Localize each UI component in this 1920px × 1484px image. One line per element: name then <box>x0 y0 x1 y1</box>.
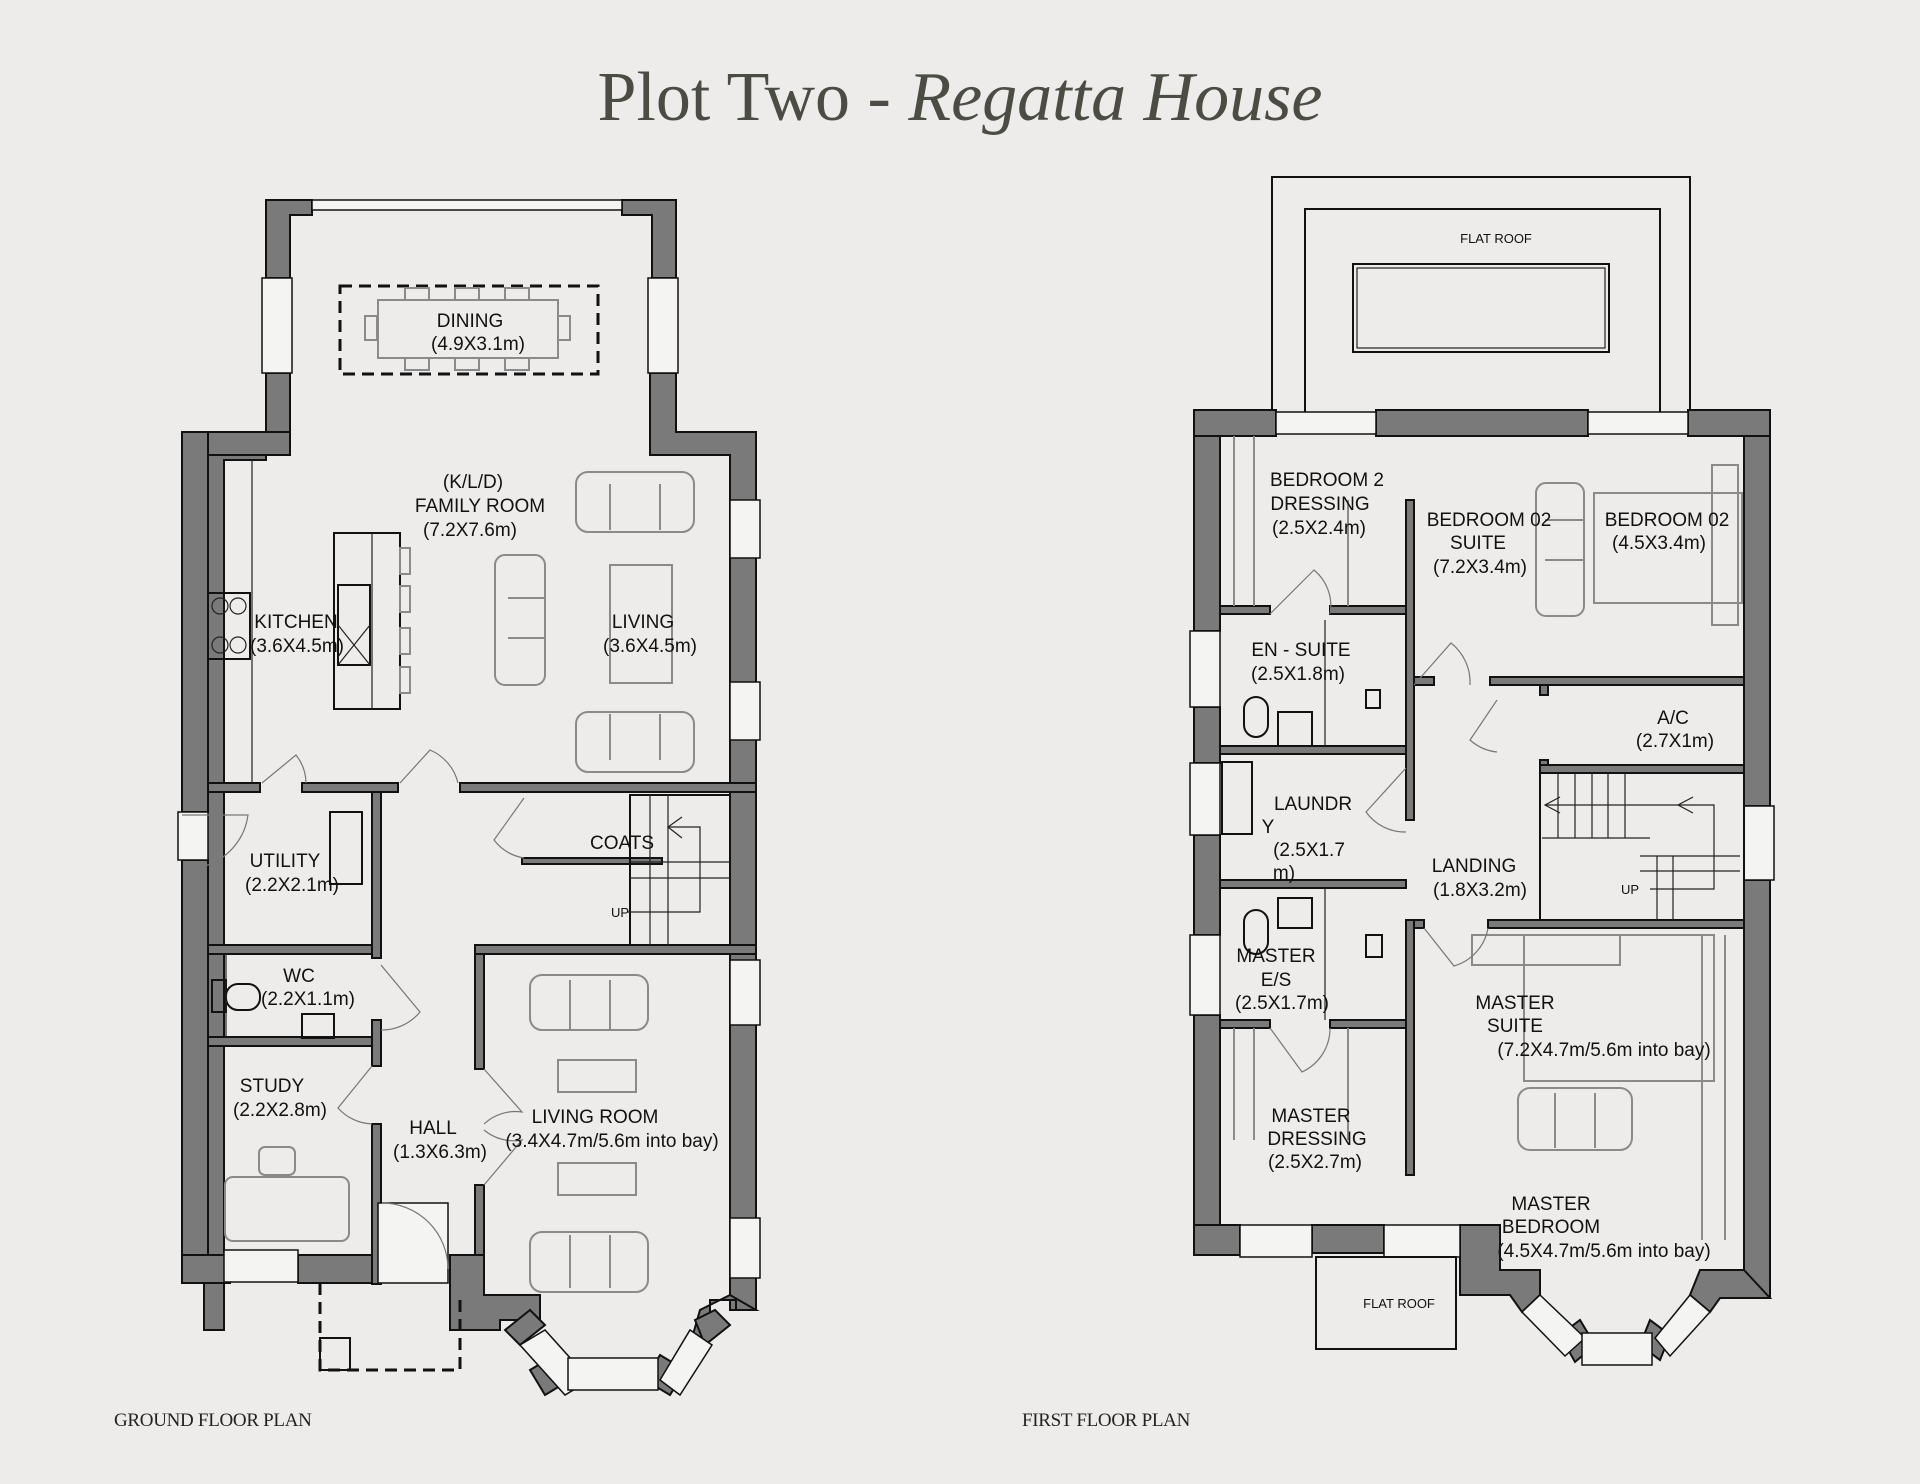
utility-wc-fixtures <box>211 811 363 1039</box>
room-label-front-flat-roof: FLAT ROOF <box>1363 1296 1435 1311</box>
ground-floor-windows <box>177 199 761 1397</box>
first-floor-furniture <box>1221 436 1743 1240</box>
ground-floor-labels: DINING (4.9X3.1m) (K/L/D) FAMILY ROOM (7… <box>233 311 719 1163</box>
room-size-master-dressing: (2.5X2.7m) <box>1268 1152 1362 1173</box>
room-label-master-bedroom-2: BEDROOM <box>1502 1217 1600 1238</box>
first-floor-plan: FLAT ROOF <box>1189 176 1775 1366</box>
room-size-living: (3.6X4.5m) <box>603 636 697 657</box>
room-label-kld: (K/L/D) <box>443 472 503 493</box>
room-label-study: STUDY <box>240 1076 305 1097</box>
room-size-en-suite: (2.5X1.8m) <box>1251 664 1345 685</box>
first-floor-caption: FIRST FLOOR PLAN <box>1022 1410 1190 1431</box>
room-size-bedroom02-suite: (7.2X3.4m) <box>1433 557 1527 578</box>
page-title: Plot Two - Regatta House <box>0 58 1920 138</box>
room-label-landing: LANDING <box>1432 856 1516 877</box>
ground-doors <box>182 749 525 1270</box>
room-label-ac: A/C <box>1657 708 1689 729</box>
room-size-hall: (1.3X6.3m) <box>393 1142 487 1163</box>
room-label-master-suite-2: SUITE <box>1487 1016 1543 1037</box>
room-size-kitchen: (3.6X4.5m) <box>250 636 344 657</box>
room-label-family-room: FAMILY ROOM <box>415 496 545 517</box>
ground-stair-up-label: UP <box>611 905 629 920</box>
room-size-ac: (2.7X1m) <box>1636 731 1714 752</box>
room-label-coats: COATS <box>590 833 654 854</box>
room-label-living-room: LIVING ROOM <box>532 1107 659 1128</box>
room-label-master-es-2: E/S <box>1261 970 1292 991</box>
room-label-laundry-1: LAUNDR <box>1274 794 1352 815</box>
dining-table <box>338 284 600 376</box>
room-size-living-room: (3.4X4.7m/5.6m into bay) <box>505 1131 718 1152</box>
title-plain: Plot Two - <box>597 59 909 136</box>
room-label-master-dressing-1: MASTER <box>1271 1106 1350 1127</box>
room-label-master-dressing-2: DRESSING <box>1267 1129 1366 1150</box>
ground-stairs: UP <box>611 794 731 946</box>
room-label-rear-flat-roof: FLAT ROOF <box>1460 231 1532 246</box>
room-label-kitchen: KITCHEN <box>254 612 337 633</box>
room-label-master-es-1: MASTER <box>1236 946 1315 967</box>
room-label-bedroom02-suite-2: SUITE <box>1450 533 1506 554</box>
room-label-bedroom2-dressing-2: DRESSING <box>1270 494 1369 515</box>
kitchen-units <box>207 460 411 783</box>
room-label-bedroom2-dressing-1: BEDROOM 2 <box>1270 470 1384 491</box>
first-stair-up-label: UP <box>1621 882 1639 897</box>
room-label-living: LIVING <box>612 612 674 633</box>
title-italic: Regatta House <box>908 59 1323 136</box>
first-floor-labels: BEDROOM 2 DRESSING (2.5X2.4m) BEDROOM 02… <box>1235 470 1729 1262</box>
first-floor-windows <box>1189 411 1775 1366</box>
room-label-master-bedroom-1: MASTER <box>1511 1194 1590 1215</box>
first-floor-stairs: UP <box>1539 772 1745 921</box>
room-label-bedroom02: BEDROOM 02 <box>1605 510 1730 531</box>
porch-outline <box>318 1202 462 1372</box>
room-size-wc: (2.2X1.1m) <box>261 989 355 1010</box>
room-size-study: (2.2X2.8m) <box>233 1100 327 1121</box>
room-label-en-suite: EN - SUITE <box>1251 640 1350 661</box>
room-label-laundry-2: Y <box>1262 817 1275 838</box>
room-label-dining: DINING <box>437 311 504 332</box>
room-label-bedroom02-suite-1: BEDROOM 02 <box>1427 510 1552 531</box>
room-size-laundry-1: (2.5X1.7 <box>1273 840 1345 861</box>
front-flat-roof: FLAT ROOF <box>1315 1256 1457 1350</box>
ground-sofas <box>494 471 695 1293</box>
room-size-bedroom02: (4.5X3.4m) <box>1612 533 1706 554</box>
ground-floor-walls <box>181 199 760 1397</box>
ground-floor-plan: UP DINING (4.9X3.1m) (K/L/D) FAMILY ROOM… <box>177 199 761 1397</box>
room-size-master-es: (2.5X1.7m) <box>1235 993 1329 1014</box>
room-size-utility: (2.2X2.1m) <box>245 875 339 896</box>
room-size-master-bedroom: (4.5X4.7m/5.6m into bay) <box>1497 1241 1710 1262</box>
room-size-laundry-2: m) <box>1273 863 1295 884</box>
room-size-dining: (4.9X3.1m) <box>431 334 525 355</box>
room-label-wc: WC <box>283 966 315 987</box>
room-label-utility: UTILITY <box>250 851 321 872</box>
study-desk <box>224 1146 350 1242</box>
room-size-bedroom2-dressing: (2.5X2.4m) <box>1272 518 1366 539</box>
room-label-master-suite-1: MASTER <box>1475 993 1554 1014</box>
room-size-landing: (1.8X3.2m) <box>1433 880 1527 901</box>
ground-floor-caption: GROUND FLOOR PLAN <box>114 1410 312 1431</box>
room-size-family-room: (7.2X7.6m) <box>423 520 517 541</box>
room-size-master-suite: (7.2X4.7m/5.6m into bay) <box>1497 1040 1710 1061</box>
room-label-hall: HALL <box>409 1118 457 1139</box>
rear-flat-roof: FLAT ROOF <box>1271 176 1691 416</box>
first-floor-doors <box>1269 569 1498 1073</box>
